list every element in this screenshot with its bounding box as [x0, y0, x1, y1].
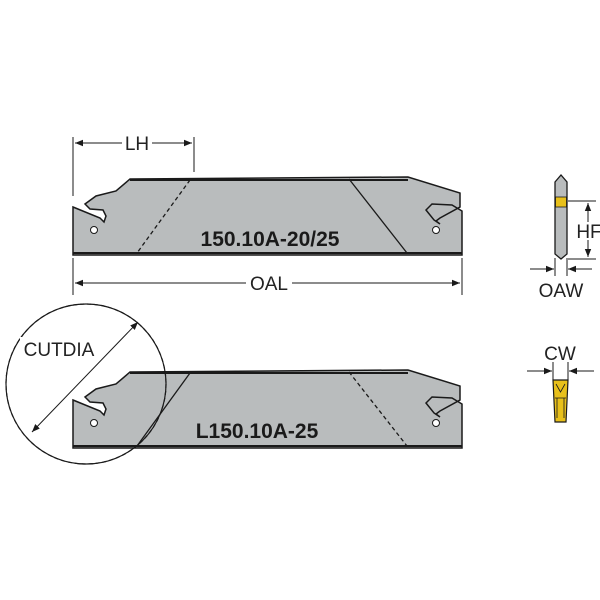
blade-150-10a-20-25: 150.10A-20/25 [72, 176, 463, 256]
blade-code: L150.10A-25 [196, 420, 319, 443]
blade-side-view: HF OAW [530, 174, 600, 302]
lh-label: LH [125, 134, 149, 155]
blade-code: 150.10A-20/25 [201, 228, 340, 251]
cw-label: CW [544, 344, 576, 365]
oaw-label: OAW [539, 281, 584, 302]
blade-l150-10a-25: L150.10A-25 [72, 369, 463, 449]
insert-view: CW [527, 344, 594, 423]
lh-dimension: LH [72, 134, 195, 196]
oal-label: OAL [250, 274, 288, 295]
cutdia-label: CUTDIA [24, 340, 95, 361]
oal-dimension: OAL [72, 258, 463, 295]
hf-label: HF [576, 222, 600, 243]
cutdia-dimension: CUTDIA [5, 303, 167, 465]
